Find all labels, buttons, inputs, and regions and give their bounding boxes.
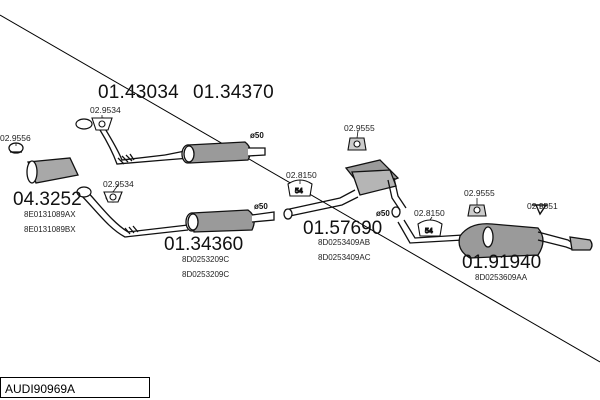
part-number-rear-silencer: 01.91940 <box>462 252 542 273</box>
fitting-clamp-1: 02.8150 <box>286 170 317 180</box>
middle-silencer-lower <box>185 209 275 233</box>
center-silencer <box>344 159 407 218</box>
diameter-mark-rear: ø50 <box>376 209 390 218</box>
center-oem-ref-1: 8D0253409AB <box>318 238 371 247</box>
catalyst-oem-ref-2: 8E0131089BX <box>24 225 76 234</box>
part-number-catalyst: 04.3252 <box>13 189 82 210</box>
fitting-gasket-cat: 02.9556 <box>0 133 31 143</box>
part-number-middle-silencer: 01.34360 <box>164 234 244 255</box>
middle-oem-ref-2: 8D0253209C <box>182 270 230 279</box>
diameter-mark-lower: ø50 <box>254 202 268 211</box>
diameter-mark-upper: ø50 <box>250 131 264 140</box>
fitting-gasket-top: 02.9534 <box>90 105 121 115</box>
rear-oem-ref-1: 8D0253609AA <box>475 273 528 282</box>
catalyst-unit <box>8 142 79 184</box>
diagram-code: AUDI90969A <box>5 382 76 396</box>
fitting-gasket-mid: 02.9534 <box>103 179 134 189</box>
fitting-hanger-rear-1: 02.9555 <box>464 188 495 198</box>
svg-text:54: 54 <box>295 188 303 195</box>
hanger-rear-1 <box>467 204 487 217</box>
center-oem-ref-2: 8D0253409AC <box>318 253 371 262</box>
rear-pipe <box>397 219 464 244</box>
gasket-mid <box>103 191 123 203</box>
catalyst-oem-ref-1: 8E0131089AX <box>24 210 76 219</box>
fitting-hanger-center: 02.9555 <box>344 123 375 133</box>
diagram-code-box: AUDI90969A <box>0 377 150 398</box>
connecting-pipe <box>283 189 359 220</box>
leader-lines <box>15 115 541 221</box>
middle-silencer-upper <box>164 141 266 164</box>
fitting-hanger-rear-2: 02.9551 <box>527 201 558 211</box>
clamp-1: 54 <box>287 179 313 197</box>
hanger-center <box>347 137 367 151</box>
part-number-front-pipe: 01.43034 <box>98 82 179 103</box>
part-number-center-silencer: 01.57690 <box>303 218 383 239</box>
front-pipe-lower <box>77 187 189 238</box>
front-pipe-upper <box>99 126 166 165</box>
rear-silencer <box>458 223 593 259</box>
gasket-top <box>91 117 113 131</box>
svg-text:54: 54 <box>425 228 433 235</box>
fitting-clamp-2: 02.8150 <box>414 208 445 218</box>
clamp-2: 54 <box>417 219 443 237</box>
middle-oem-ref-1: 8D0253209C <box>182 255 230 264</box>
part-number-front-pipe-alt: 01.34370 <box>193 82 274 103</box>
